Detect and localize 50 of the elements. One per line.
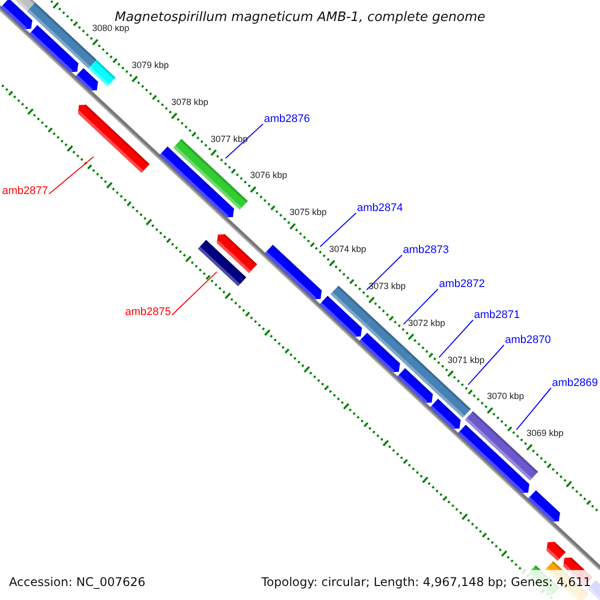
tick-label: 3076 kbp bbox=[250, 170, 288, 182]
leader-line bbox=[516, 388, 552, 430]
gene-label: amb2869 bbox=[552, 377, 598, 389]
tick-label: 3079 kbp bbox=[132, 60, 169, 71]
gene-block bbox=[436, 384, 471, 418]
leader-line bbox=[403, 288, 438, 325]
gene-block bbox=[430, 398, 462, 430]
leader-line bbox=[366, 254, 402, 290]
gene-block bbox=[546, 541, 566, 561]
leader-line bbox=[225, 124, 264, 159]
gene-block bbox=[264, 244, 322, 300]
gene-label: amb2875 bbox=[125, 306, 171, 318]
map-title: Magnetospirillum magneticum AMB-1, complete genome bbox=[112, 9, 488, 26]
gene-label: amb2877 bbox=[2, 185, 48, 197]
gene-block bbox=[358, 332, 401, 373]
leader-line bbox=[48, 156, 94, 194]
leader-line bbox=[320, 212, 356, 248]
genome-info-text: Topology: circular; Length: 4,967,148 bp; Genes: 4,611 bbox=[261, 574, 591, 590]
gene-block bbox=[29, 25, 79, 73]
gene-block bbox=[528, 490, 561, 522]
tick-label: 3077 kbp bbox=[210, 134, 248, 145]
gene-label: amb2871 bbox=[474, 309, 520, 321]
tick-label: 3075 kbp bbox=[290, 207, 327, 218]
gene-label: amb2873 bbox=[403, 244, 449, 256]
gene-block bbox=[88, 60, 116, 86]
gene-block bbox=[216, 234, 258, 274]
gene-block bbox=[77, 104, 150, 173]
tick-label: 3070 kbp bbox=[487, 391, 524, 402]
gene-block bbox=[319, 296, 363, 338]
gene-block bbox=[159, 146, 235, 218]
gene-block bbox=[404, 354, 444, 392]
gene-block bbox=[75, 68, 99, 92]
accession-text: Accession: NC_007626 bbox=[9, 574, 146, 590]
gene-block bbox=[396, 368, 434, 404]
gene-label: amb2872 bbox=[439, 278, 485, 290]
tick-label: 3073 kbp bbox=[368, 280, 406, 292]
leader-line bbox=[438, 320, 474, 358]
tick-label: 3069 kbp bbox=[526, 428, 564, 440]
tick-label: 3074 kbp bbox=[329, 244, 366, 256]
gene-block bbox=[14, 0, 36, 12]
leader-line bbox=[468, 344, 504, 386]
gene-label: amb2870 bbox=[505, 334, 551, 346]
gene-label: amb2876 bbox=[264, 113, 310, 125]
gene-block bbox=[0, 0, 33, 30]
gene-block bbox=[198, 240, 246, 286]
gene-label: amb2874 bbox=[357, 202, 403, 214]
tick-label: 3080 kbp bbox=[92, 23, 130, 34]
tick-label: 3072 kbp bbox=[408, 318, 446, 329]
tick-label: 3071 kbp bbox=[448, 354, 485, 366]
tick-label: 3078 kbp bbox=[171, 96, 208, 108]
